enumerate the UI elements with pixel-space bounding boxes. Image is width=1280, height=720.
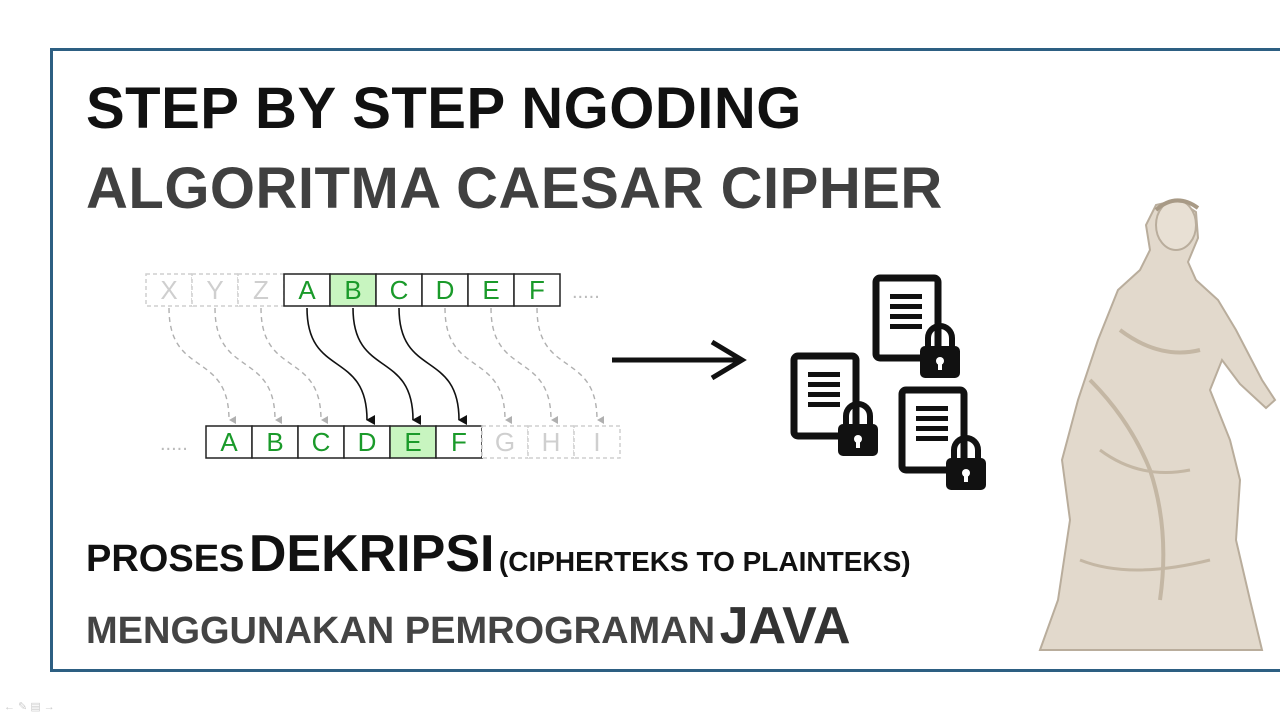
top-row-letter-x: X — [160, 275, 177, 305]
shift-arrow — [214, 307, 283, 424]
top-row-cell-y — [191, 273, 239, 307]
bottom-row-cell-h — [527, 425, 575, 459]
subtitle-prefix: PROSES — [86, 538, 245, 580]
bottom-row-cell-g — [481, 425, 529, 459]
top-row-cell-c — [375, 273, 423, 307]
bottom-row-cell-c — [297, 425, 345, 459]
bottom-row-letter-g: G — [495, 427, 515, 457]
top-row-letter-f: F — [529, 275, 545, 305]
title-line-1: STEP BY STEP NGODING — [86, 76, 802, 141]
bottom-row-letter-d: D — [358, 427, 377, 457]
subtitle-prefix-2: MENGGUNAKAN PEMROGRAMAN — [86, 610, 716, 652]
shift-arrow — [306, 307, 376, 425]
top-row-letter-e: E — [482, 275, 499, 305]
bottom-row-letter-e: E — [404, 427, 421, 457]
locked-document-icon — [872, 274, 960, 378]
subtitle-line-1: PROSES DEKRIPSI (CIPHERTEKS TO PLAINTEKS… — [86, 528, 911, 580]
slide-nav-icons[interactable]: ← ✎ ▤ → — [4, 701, 55, 713]
subtitle-suffix: (CIPHERTEKS TO PLAINTEKS) — [498, 546, 911, 577]
top-row-cell-f — [513, 273, 561, 307]
bottom-row-letter-c: C — [312, 427, 331, 457]
top-row-letter-d: D — [436, 275, 455, 305]
bottom-row-letter-a: A — [220, 427, 238, 457]
bottom-row-letter-f: F — [451, 427, 467, 457]
top-row-letter-y: Y — [206, 275, 223, 305]
top-row-letter-b: B — [344, 275, 361, 305]
bottom-row-letter-h: H — [542, 427, 561, 457]
bottom-row-cell-d — [343, 425, 391, 459]
shift-arrow — [352, 307, 422, 425]
shift-arrow — [168, 307, 237, 424]
bottom-row-cell-i — [573, 425, 621, 459]
bottom-row-cell-b — [251, 425, 299, 459]
bottom-row-letter-i: I — [593, 427, 600, 457]
top-row-cell-z — [237, 273, 285, 307]
top-row-letter-z: Z — [253, 275, 269, 305]
bottom-row-letter-b: B — [266, 427, 283, 457]
slide-frame — [50, 48, 1280, 672]
bottom-row-cell-a — [205, 425, 253, 459]
subtitle-emphasis-2: JAVA — [719, 597, 851, 655]
bottom-row-ellipsis: ..... — [160, 433, 188, 455]
caesar-statue-image — [1038, 198, 1277, 651]
top-row-cell-e — [467, 273, 515, 307]
locked-document-icon — [898, 386, 986, 490]
shift-arrow — [260, 307, 329, 424]
right-arrow-icon — [612, 339, 747, 381]
top-row-ellipsis: ..... — [572, 281, 600, 303]
shift-arrow — [444, 307, 513, 424]
top-row-cell-a — [283, 273, 331, 307]
shift-arrow — [536, 307, 605, 424]
top-row-letter-a: A — [298, 275, 316, 305]
locked-document-icon — [790, 352, 878, 456]
top-row-cell-x — [145, 273, 193, 307]
title-line-2: ALGORITMA CAESAR CIPHER — [86, 156, 943, 221]
top-row-cell-d — [421, 273, 469, 307]
subtitle-line-2: MENGGUNAKAN PEMROGRAMAN JAVA — [86, 600, 851, 652]
shift-arrow — [490, 307, 559, 424]
shift-arrow — [398, 307, 468, 425]
subtitle-emphasis: DEKRIPSI — [248, 525, 495, 583]
top-row-letter-c: C — [390, 275, 409, 305]
